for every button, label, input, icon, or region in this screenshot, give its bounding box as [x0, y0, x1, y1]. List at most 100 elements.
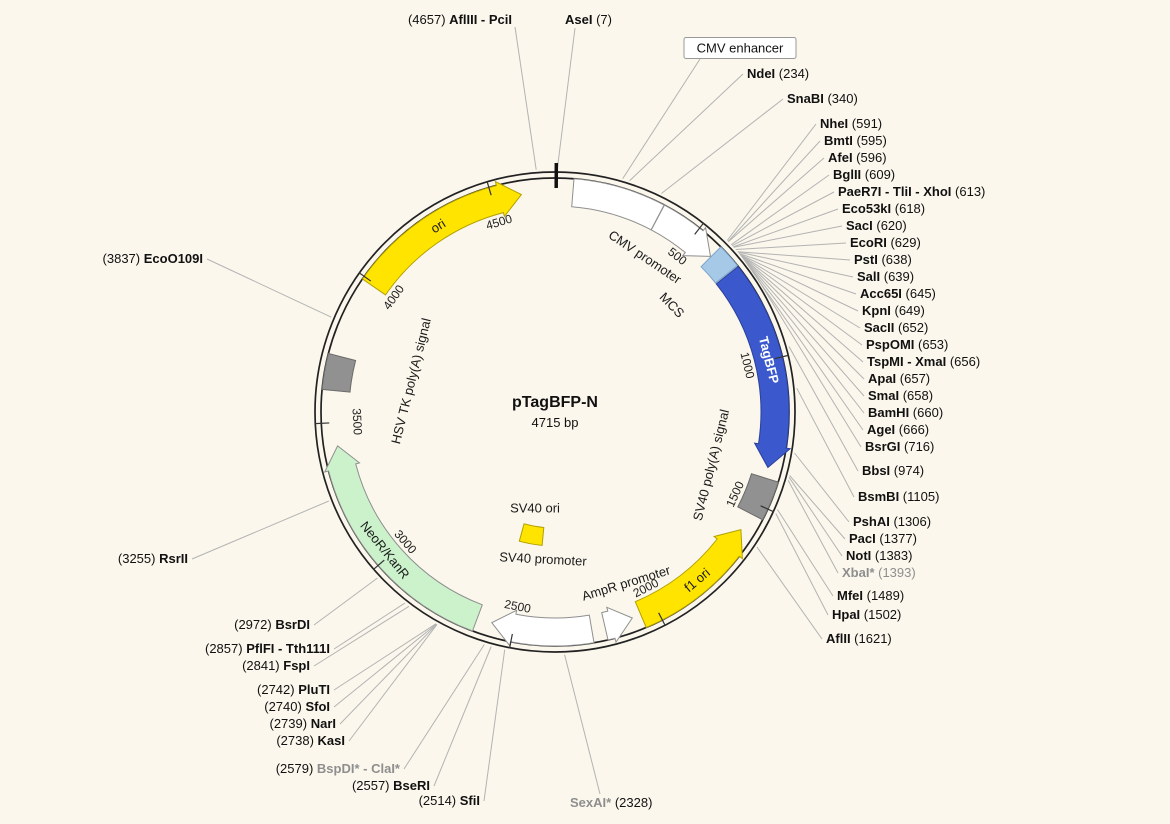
site-label-snabi[interactable]: SnaBI (340)	[787, 91, 858, 106]
site-label-paci[interactable]: PacI (1377)	[849, 531, 917, 546]
leader-line-bseri	[433, 646, 492, 787]
feature-hsv-tk-polya-signal[interactable]	[321, 352, 357, 393]
leader-line-asei	[556, 27, 576, 170]
site-label-paer7i-tlii-xhoi[interactable]: PaeR7I - TliI - XhoI (613)	[838, 184, 985, 199]
site-label-smai[interactable]: SmaI (658)	[868, 388, 933, 403]
leader-line-tspmi-xmai	[741, 255, 864, 363]
site-label-mfei[interactable]: MfeI (1489)	[837, 588, 904, 603]
site-label-bmti[interactable]: BmtI (595)	[824, 133, 887, 148]
site-label-xbai[interactable]: XbaI* (1393)	[842, 565, 916, 580]
leader-line-bsrgi	[752, 271, 862, 448]
leader-line-nari	[339, 623, 438, 725]
tick-2500	[509, 633, 513, 649]
site-label-pluti[interactable]: (2742) PluTI	[257, 682, 330, 697]
feature-label-ori: ori	[428, 216, 448, 236]
site-label-bglii[interactable]: BglII (609)	[833, 167, 895, 182]
leader-lines-layer	[191, 26, 865, 802]
leader-line-eco53ki	[733, 208, 839, 248]
tick-2000	[658, 612, 666, 626]
leader-line-pflfi-tth111i	[333, 602, 406, 650]
leader-line-pluti	[333, 623, 437, 691]
leader-line-kpni	[739, 253, 859, 312]
site-label-afei[interactable]: AfeI (596)	[828, 150, 887, 165]
site-label-bsrgi[interactable]: BsrGI (716)	[865, 439, 934, 454]
site-label-agei[interactable]: AgeI (666)	[867, 422, 929, 437]
leader-line-bglii	[731, 174, 830, 246]
site-label-sexai[interactable]: SexAI* (2328)	[570, 795, 652, 810]
feature-neor-kanr[interactable]	[323, 445, 483, 632]
tick-label-2500: 2500	[503, 597, 532, 616]
leader-line-aflii	[756, 546, 823, 640]
site-label-rsrii[interactable]: (3255) RsrII	[118, 551, 188, 566]
feature-sv40-ori[interactable]	[518, 523, 545, 546]
feature-label-sv40-promoter: SV40 promoter	[499, 549, 588, 569]
feature-f1-ori[interactable]	[634, 528, 743, 629]
cmv-enhancer-callout[interactable]	[683, 37, 797, 59]
site-label-tspmi-xmai[interactable]: TspMI - XmaI (656)	[867, 354, 980, 369]
site-label-sacii[interactable]: SacII (652)	[864, 320, 928, 335]
feature-cmv-promoter[interactable]	[650, 204, 712, 257]
site-label-nhei[interactable]: NheI (591)	[820, 116, 882, 131]
feature-sv40-promoter[interactable]	[491, 609, 595, 647]
site-label-bsmbi[interactable]: BsmBI (1105)	[858, 489, 939, 504]
leader-line-bspdi-clai	[403, 644, 485, 770]
site-label-ecori[interactable]: EcoRI (629)	[850, 235, 921, 250]
site-label-ndei[interactable]: NdeI (234)	[747, 66, 809, 81]
tick-3500	[314, 422, 330, 425]
site-label-pflfi-tth111i[interactable]: (2857) PflFI - Tth111I	[205, 641, 330, 656]
site-label-afliii-pcii[interactable]: (4657) AflIII - PciI	[408, 12, 512, 27]
site-label-bbsi[interactable]: BbsI (974)	[862, 463, 924, 478]
site-label-noti[interactable]: NotI (1383)	[846, 548, 912, 563]
site-label-psti[interactable]: PstI (638)	[854, 252, 912, 267]
site-label-fspi[interactable]: (2841) FspI	[242, 658, 310, 673]
site-label-saci[interactable]: SacI (620)	[846, 218, 907, 233]
feature-ampr-promoter[interactable]	[601, 606, 634, 644]
site-label-bspdi-clai[interactable]: (2579) BspDI* - ClaI*	[276, 761, 401, 776]
site-label-sali[interactable]: SalI (639)	[857, 269, 914, 284]
site-label-pspomi[interactable]: PspOMI (653)	[866, 337, 948, 352]
leader-line-hpai	[775, 513, 829, 616]
feature-mcs[interactable]	[700, 246, 739, 284]
leader-line-bbsi	[788, 346, 859, 472]
site-label-acc65i[interactable]: Acc65I (645)	[860, 286, 936, 301]
feature-label-sv40-ori: SV40 ori	[510, 501, 560, 516]
leader-line-ecoo109i	[206, 258, 332, 318]
site-label-asei[interactable]: AseI (7)	[565, 12, 612, 27]
site-label-pshai[interactable]: PshAI (1306)	[853, 514, 931, 529]
site-label-bseri[interactable]: (2557) BseRI	[352, 778, 430, 793]
site-label-bsrdi[interactable]: (2972) BsrDI	[234, 617, 310, 632]
site-label-kpni[interactable]: KpnI (649)	[862, 303, 925, 318]
leader-line-sexai	[564, 654, 601, 795]
leader-line-sfii	[483, 649, 506, 802]
leader-line-bmti	[727, 140, 821, 242]
site-label-eco53ki[interactable]: Eco53kI (618)	[842, 201, 925, 216]
site-label-hpai[interactable]: HpaI (1502)	[832, 607, 901, 622]
site-label-apai[interactable]: ApaI (657)	[868, 371, 930, 386]
feature-tagbfp[interactable]	[715, 265, 792, 469]
site-label-ecoo109i[interactable]: (3837) EcoO109I	[103, 251, 203, 266]
site-label-kasi[interactable]: (2738) KasI	[276, 733, 345, 748]
leader-line-rsrii	[191, 500, 330, 560]
site-label-nari[interactable]: (2739) NarI	[270, 716, 337, 731]
site-label-aflii[interactable]: AflII (1621)	[826, 631, 892, 646]
leader-line-pspomi	[740, 254, 863, 346]
leader-line-ndei	[629, 73, 744, 182]
tick-4000	[358, 272, 372, 282]
features-layer	[321, 178, 792, 647]
leader-line-sfoi	[333, 623, 437, 708]
plasmid-title: pTagBFP-N	[512, 394, 598, 411]
cmv-enhancer-callout-label: CMV enhancer	[697, 41, 784, 56]
leader-line-nhei	[726, 123, 817, 241]
leader-line-paer7i-tlii-xhoi	[731, 191, 835, 247]
leader-line-pshai	[794, 452, 850, 523]
site-label-sfoi[interactable]: (2740) SfoI	[264, 699, 330, 714]
site-label-sfii[interactable]: (2514) SfiI	[419, 793, 480, 808]
site-label-bamhi[interactable]: BamHI (660)	[868, 405, 943, 420]
tick-1000	[774, 354, 789, 360]
feature-ori[interactable]	[361, 180, 523, 296]
leader-line-fspi	[313, 605, 410, 667]
feature-sv40-polya-signal[interactable]	[737, 473, 779, 521]
leader-line-saci	[733, 225, 843, 248]
leader-line-bamhi	[741, 256, 865, 414]
tick-label-3500: 3500	[350, 408, 365, 436]
